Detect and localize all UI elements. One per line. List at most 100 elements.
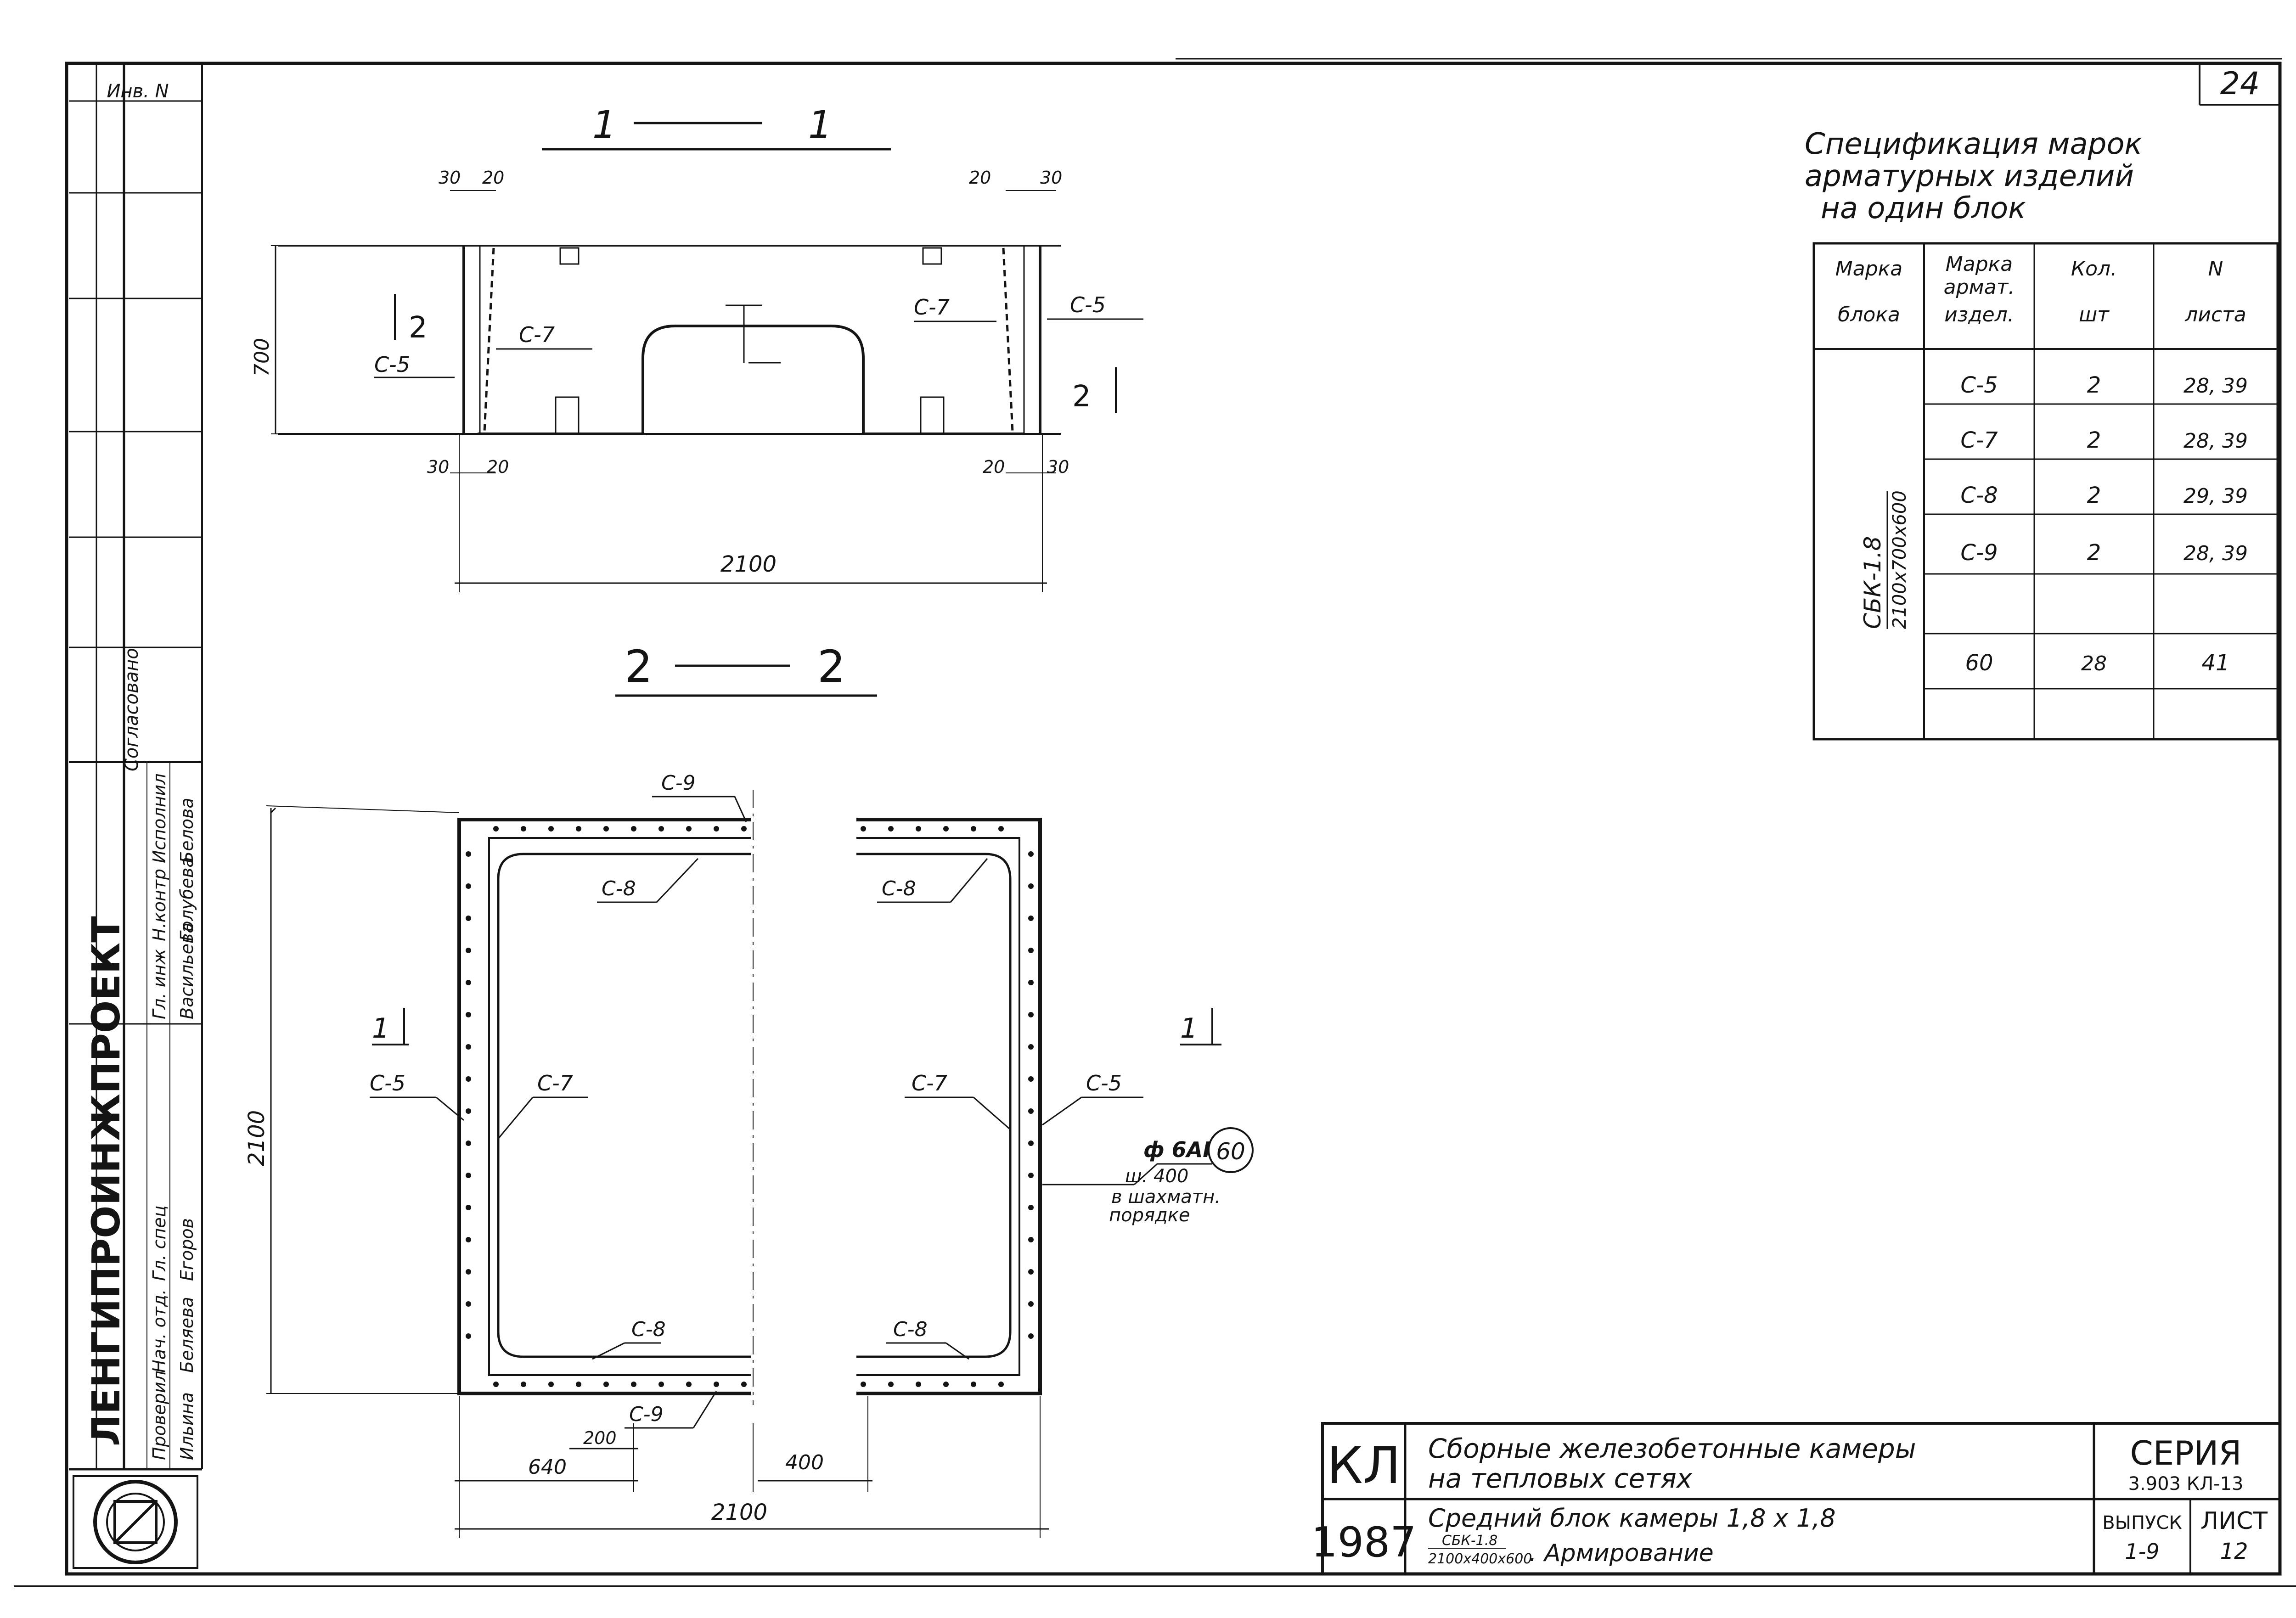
rebar-dot [658,1382,664,1387]
rebar-dot [493,1382,499,1387]
rebar-dot [943,826,949,831]
header-mark-3: издел. [1944,303,2014,326]
header-qty-2: шт [2079,303,2110,326]
rebar-dot [466,1076,471,1082]
rebar-dot [466,1108,471,1114]
rebar-dot [998,1382,1004,1387]
dim-20: 20 [983,457,1005,477]
title-2: на тепловых сетях [1428,1463,1693,1494]
title-block: КЛ 1987 Сборные железобетонные камеры на… [1311,1422,2281,1575]
rebar-dot [1028,1012,1034,1017]
role: Гл. спец [149,1205,169,1281]
rebar-dot [603,1382,609,1387]
bar-note-1: ф 6АI [1143,1137,1210,1162]
header-sheet-1: N [2208,257,2223,281]
spec-title-1: Спецификация марок [1805,127,2143,161]
rebar-dot [1028,851,1034,857]
rebar-dot [971,1382,976,1387]
spec-table: Спецификация марок арматурных изделий на… [1805,127,2279,741]
rebar-dot [548,1382,554,1387]
bar-note-4: порядке [1109,1205,1190,1226]
bar-position-circle [1208,1127,1254,1173]
rebar-dot [466,1044,471,1050]
dim-20: 20 [482,168,504,188]
dim-20: 20 [969,168,991,188]
section-1-title-left: 1 [592,103,616,147]
header-sheet-2: листа [2184,303,2246,326]
spec-title-2: арматурных изделий [1805,159,2134,193]
c5-left: С-5 [370,1071,405,1096]
left-stamp: Инв. N Согласовано ЛЕНГИПРОИНЖПРОЕКТ Гл.… [69,63,203,1569]
header-mark-2: армат. [1944,275,2015,299]
name: Беляева [177,1297,197,1373]
rebar-dot [1028,1076,1034,1082]
cut-1-right: 1 [1180,1012,1198,1045]
cut-1-left: 1 [372,1012,389,1045]
rebar-dot [1028,1333,1034,1339]
row-sheet: 28, 39 [2183,542,2248,565]
spec-rows: С-5 2 28, 39 С-7 2 28, 39 С-8 2 29, 39 С… [1960,372,2248,676]
rebar-dot [466,1333,471,1339]
inv-label: Инв. N [107,81,169,102]
c8-bot-left: С-8 [631,1318,666,1341]
dim-200: 200 [583,1428,617,1448]
rebar-dot [603,826,609,831]
mark-c5-right: С-5 [1070,292,1106,317]
name: Голубева [177,857,197,941]
rebar-dot [861,1382,866,1387]
row-sheet: 28, 39 [2183,429,2248,453]
sheet-title: Средний блок камеры 1,8 х 1,8 [1428,1504,1836,1533]
section-1-1: 1 1 700 2100 [250,103,1143,592]
rebar-dot [466,1012,471,1017]
section-1-title-right: 1 [808,103,832,147]
header-qty-1: Кол. [2071,257,2117,281]
rebar-dot [576,1382,581,1387]
row-qty: 2 [2087,427,2101,453]
rebar-dot [466,1140,471,1146]
row-mark: С-7 [1960,427,1998,453]
row-mark: С-5 [1960,372,1998,398]
rebar-dot [916,826,921,831]
rebar-dot [548,826,554,831]
rebar-dot [466,1173,471,1178]
role: Гл. инж [149,949,169,1019]
row-mark: 60 [1965,650,1993,676]
dim-640: 640 [528,1455,567,1479]
rebar-dot [1028,1205,1034,1210]
rebar-dot [741,826,747,831]
row-qty: 2 [2087,540,2101,566]
dim-20: 20 [487,457,509,477]
block-mark-bottom: 2100x700x600 [1889,490,1910,629]
org-code: КЛ [1327,1436,1401,1495]
rebar-dot [861,826,866,831]
row-qty: 2 [2087,372,2101,398]
section-2-title-left: 2 [625,641,653,692]
rebar-dot [466,1237,471,1242]
section-2-2: 2 2 2100 С-9 С-8 С-8 1 1 [244,641,1254,1538]
section-2-title-right: 2 [817,641,845,692]
issue-label: ВЫПУСК [2102,1512,2182,1534]
rebar-dot [1028,948,1034,953]
dim-400: 400 [785,1451,824,1474]
rebar-dot [714,1382,719,1387]
c8-bot-right: С-8 [893,1318,928,1341]
rebar-dot [1028,980,1034,985]
row-mark: С-8 [1960,483,1998,508]
mark-top: СБК-1.8 [1442,1533,1497,1549]
dim-30: 30 [1040,168,1062,188]
rebar-dot [998,826,1004,831]
rebar-dot [1028,1108,1034,1114]
row-qty: 2 [2087,483,2101,508]
list-value: 12 [2220,1539,2248,1564]
section-1-height: 700 [250,338,274,376]
rebar-dot [1028,1173,1034,1178]
header-mark-1: Марка [1946,253,2013,276]
mark-bottom: 2100х400х600 [1428,1551,1532,1567]
rebar-dot [521,1382,526,1387]
bar-note-2: ш. 400 [1125,1166,1188,1187]
rebar-dot [466,1301,471,1307]
series-label: СЕРИЯ [2130,1434,2241,1472]
rebar-dot [888,1382,894,1387]
rebar-dot [466,980,471,985]
issue-value: 1-9 [2125,1539,2159,1564]
